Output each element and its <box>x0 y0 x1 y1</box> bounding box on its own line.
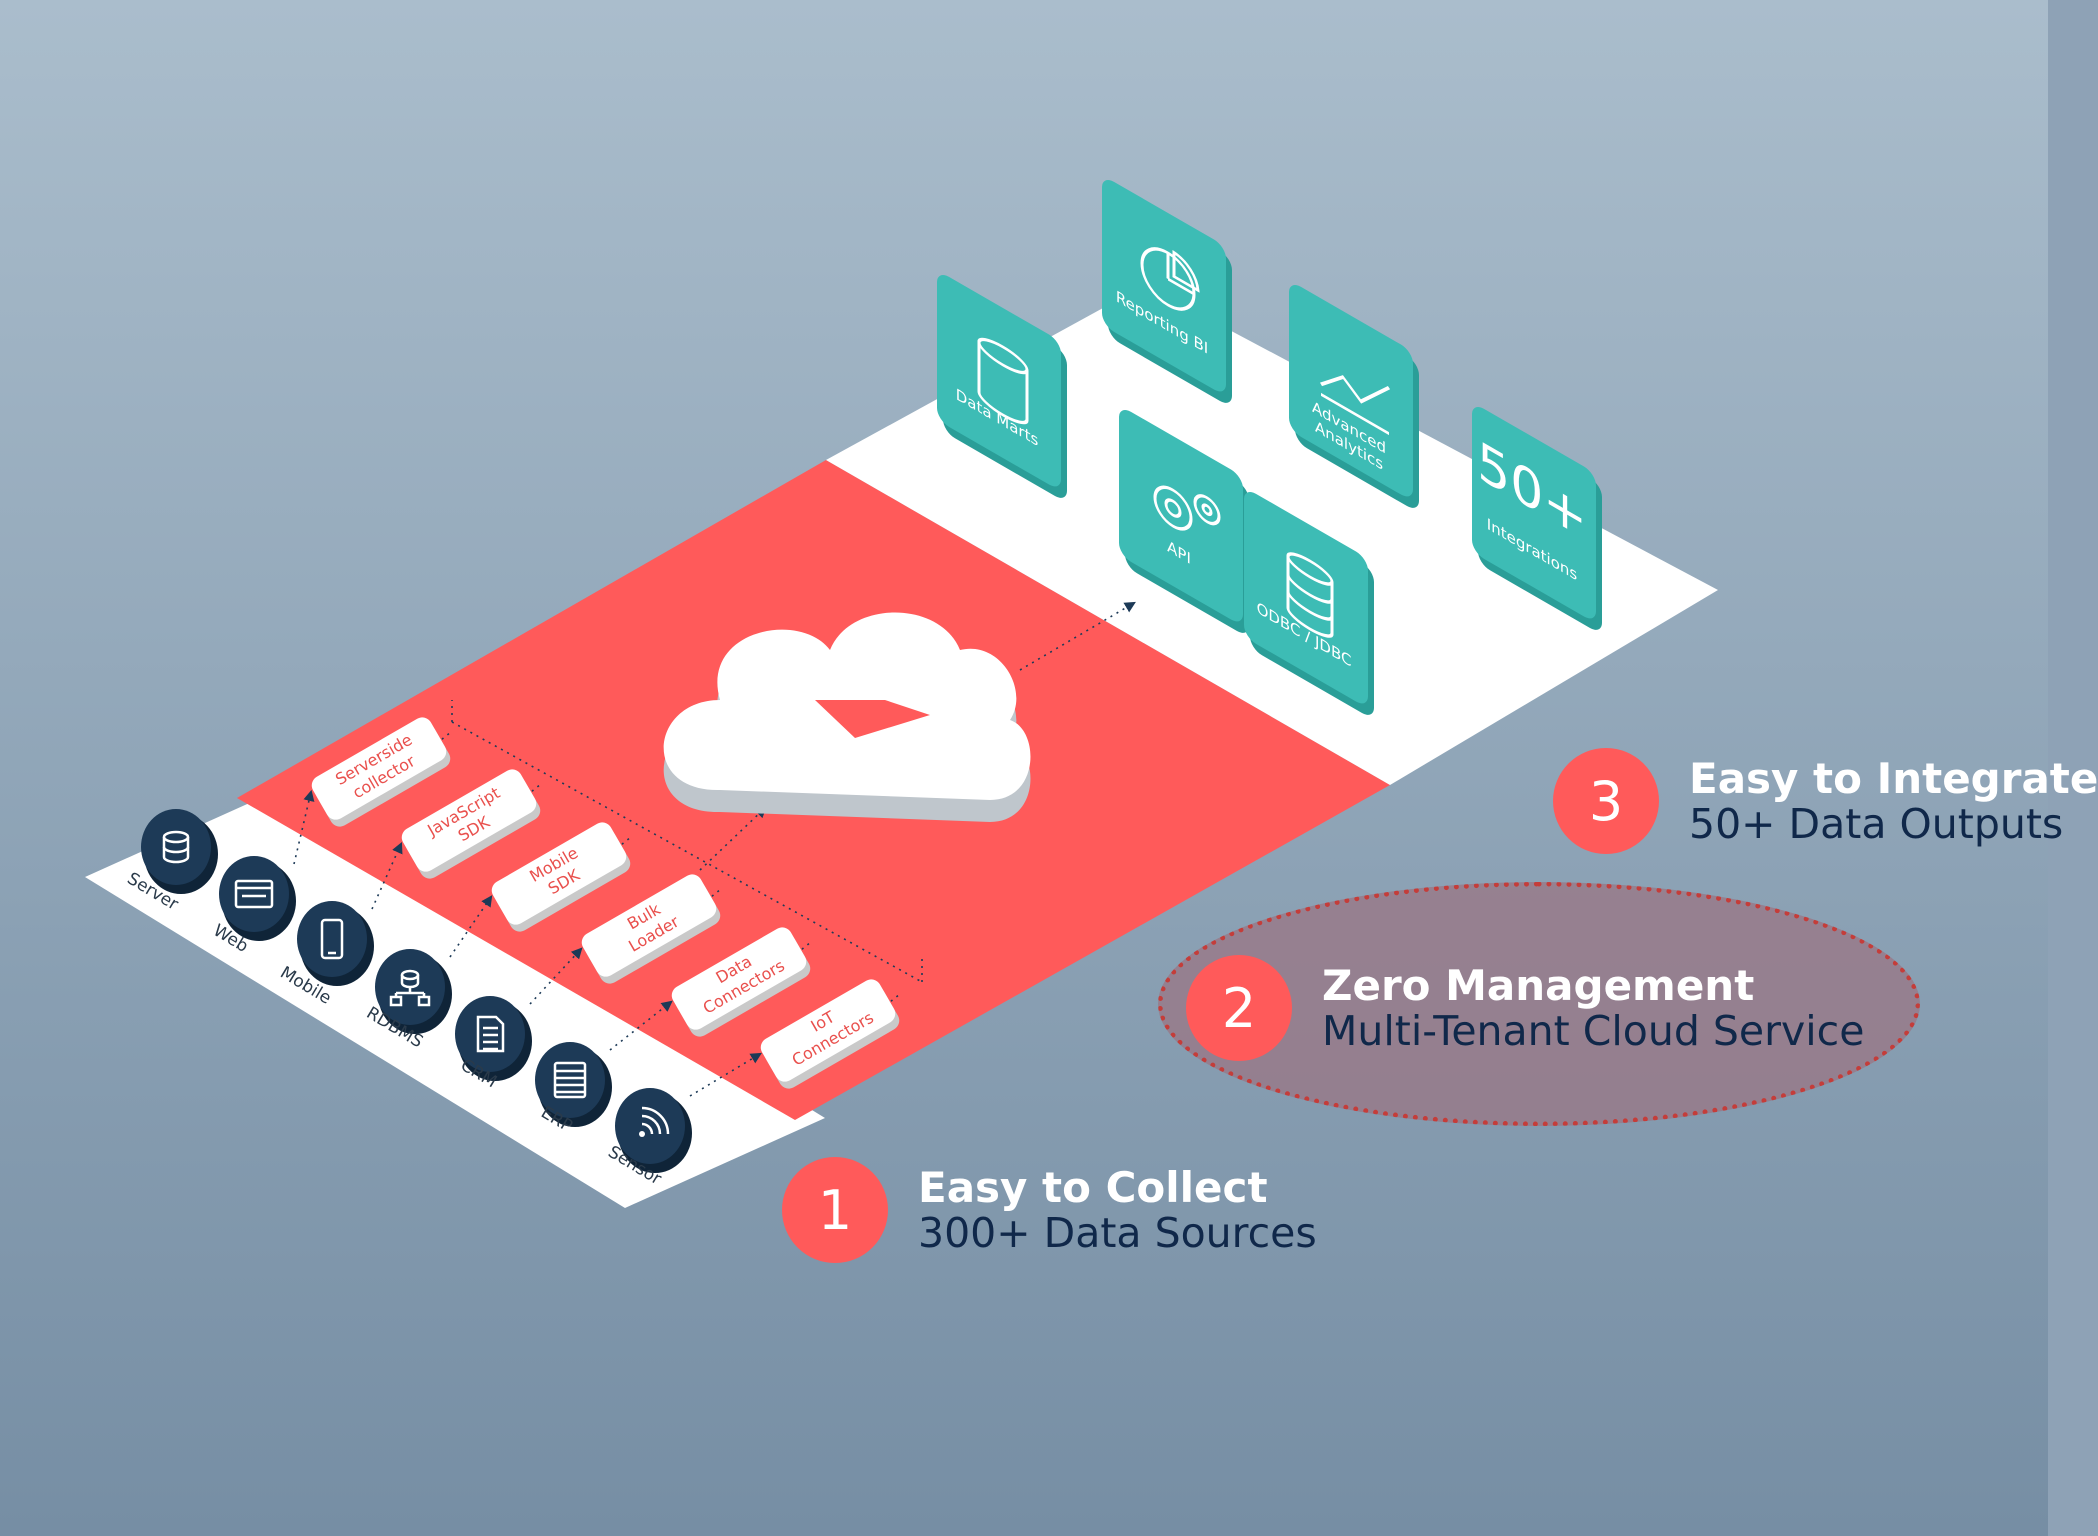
step-text: Easy to Collect 300+ Data Sources <box>918 1162 1317 1257</box>
isometric-scene: ServersidecollectorJavaScriptSDKMobileSD… <box>0 0 2048 1536</box>
collector-link <box>790 941 812 959</box>
collector-link <box>700 888 722 906</box>
wifi-signal-icon <box>639 1106 670 1137</box>
step-subtitle: 50+ Data Outputs <box>1689 799 2064 848</box>
step-integrate: 3 Easy to Integrate 50+ Data Outputs <box>1553 748 2098 854</box>
arrow-logo-icon <box>815 700 930 738</box>
source-sensor: Sensor <box>604 1088 692 1189</box>
collector-tag-face <box>311 717 447 820</box>
output-tile: ODBC / JDBC <box>1244 491 1374 715</box>
step-title: Easy to Integrate <box>1689 753 2098 803</box>
network-diagram-icon <box>389 969 431 1007</box>
source-disc-face <box>141 809 211 885</box>
source-disc-face <box>297 901 367 977</box>
output-tile: API <box>1119 409 1249 633</box>
step-title: Zero Management <box>1322 960 1755 1010</box>
line-chart-icon <box>1319 375 1391 436</box>
collector-tag-face <box>491 822 627 925</box>
collector-tag-face <box>671 927 807 1030</box>
collector-tag-face <box>760 979 896 1082</box>
step-title: Easy to Collect <box>918 1162 1268 1212</box>
gears-icon <box>1153 485 1221 531</box>
step-number-badge: 2 <box>1186 955 1292 1061</box>
list-icon <box>553 1061 587 1099</box>
pie-chart-icon <box>1140 247 1200 311</box>
output-tile-face <box>1472 406 1596 619</box>
flow-arrow <box>293 789 315 865</box>
database-stack-icon <box>1286 552 1334 638</box>
database-icon <box>162 830 190 864</box>
flow-arrow-to-cloud <box>699 806 767 871</box>
output-tile-face <box>1244 491 1368 704</box>
flow-arrow-to-outputs <box>1019 601 1136 671</box>
collector-link <box>610 836 632 854</box>
collectors: ServersidecollectorJavaScriptSDKMobileSD… <box>311 717 900 1089</box>
flow-arrows <box>293 601 1136 1097</box>
step-text: Easy to Integrate 50+ Data Outputs <box>1689 753 2098 848</box>
flow-arrow <box>449 895 493 958</box>
output-tile-face <box>1102 179 1226 392</box>
cloud-group <box>663 612 1031 822</box>
flow-arrow <box>609 1000 673 1051</box>
output-tile-face <box>937 274 1061 487</box>
step-text: Zero Management Multi-Tenant Cloud Servi… <box>1322 960 1865 1055</box>
source-disc-face <box>615 1088 685 1164</box>
source-disc-face <box>219 856 289 932</box>
cylinder-icon <box>977 337 1029 425</box>
source-crm: CRM <box>455 996 532 1092</box>
step-number-badge: 1 <box>782 1157 888 1263</box>
output-tile: Data Marts <box>937 274 1067 498</box>
output-tile-face <box>1289 284 1413 497</box>
output-tile-face <box>1119 409 1243 622</box>
output-tile: 50+Integrations <box>1472 406 1602 630</box>
source-rdbms: RDBMS <box>363 949 452 1052</box>
source-erp: ERP <box>535 1042 612 1137</box>
source-web: Web <box>210 856 296 957</box>
browser-window-icon <box>234 879 274 909</box>
smartphone-icon <box>320 918 344 960</box>
step-collect: 1 Easy to Collect 300+ Data Sources <box>782 1157 1317 1263</box>
collector-tag-face <box>401 769 537 872</box>
step-subtitle: Multi-Tenant Cloud Service <box>1322 1006 1865 1055</box>
output-tile: Reporting BI <box>1102 179 1232 403</box>
collector-link <box>430 731 452 749</box>
step-zero-management: 2 Zero Management Multi-Tenant Cloud Ser… <box>1186 955 1864 1061</box>
step-number-badge: 3 <box>1553 748 1659 854</box>
flow-arrow <box>371 841 403 910</box>
collector-link <box>520 783 542 801</box>
source-disc-face <box>535 1042 605 1118</box>
collector-tag-face <box>581 874 717 977</box>
step-subtitle: 300+ Data Sources <box>918 1208 1317 1257</box>
document-icon <box>476 1015 505 1053</box>
collector-link <box>879 993 901 1011</box>
